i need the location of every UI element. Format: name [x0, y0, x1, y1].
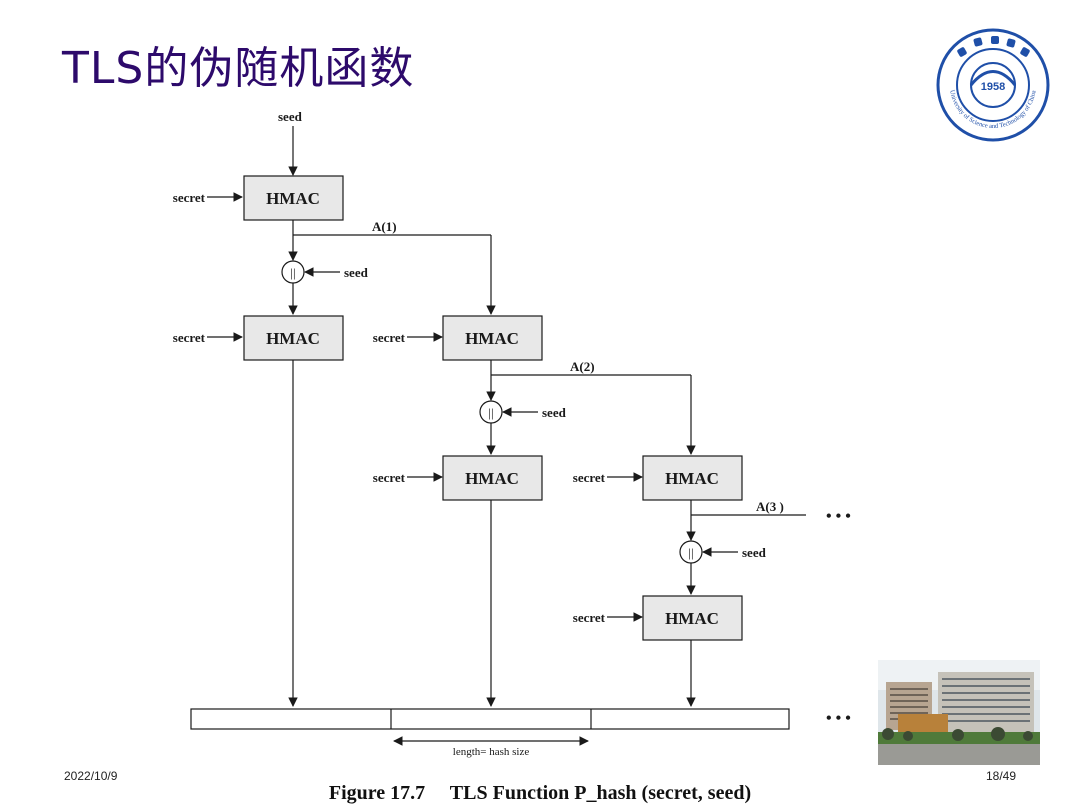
a1-label: A(1) — [372, 219, 397, 234]
hmac-box-4 — [442, 455, 543, 501]
secret-label: secret — [173, 190, 206, 205]
seed-label: seed — [344, 265, 369, 280]
hmac-box-1 — [243, 175, 344, 221]
hmac-box-5 — [642, 455, 743, 501]
concat-symbol: || — [488, 405, 493, 420]
a3-label: A(3 ) — [756, 499, 784, 514]
hmac-box-3 — [442, 315, 543, 361]
footer-page-number: 18/49 — [986, 769, 1017, 783]
secret-label: secret — [573, 470, 606, 485]
length-label: length= hash size — [453, 746, 530, 758]
figure-caption: Figure 17.7 TLS Function P_hash (secret,… — [328, 782, 752, 804]
concat-circle-3 — [679, 540, 703, 564]
footer-date: 2022/10/9 — [64, 769, 118, 783]
hmac-label: HMAC — [465, 329, 519, 348]
slide-title: TLS的伪随机函数 — [62, 43, 415, 94]
university-logo: 1958 University of Science and Technolog… — [936, 28, 1050, 142]
ellipsis-output: • • • — [826, 710, 851, 727]
campus-photo — [878, 660, 1040, 765]
secret-label: secret — [173, 330, 206, 345]
seed-label: seed — [542, 405, 567, 420]
hmac-label: HMAC — [266, 329, 320, 348]
concat-circle-2 — [479, 400, 503, 424]
ellipsis-a: • • • — [826, 508, 851, 525]
hmac-box-6 — [642, 595, 743, 641]
seed-label: seed — [742, 545, 767, 560]
secret-label: secret — [373, 330, 406, 345]
hmac-label: HMAC — [465, 469, 519, 488]
seed-label-top: seed — [278, 109, 303, 124]
concat-symbol: || — [290, 265, 295, 280]
hmac-label: HMAC — [266, 189, 320, 208]
secret-label: secret — [373, 470, 406, 485]
concat-circle-1 — [281, 260, 305, 284]
concat-symbol: || — [688, 545, 693, 560]
hmac-box-2 — [243, 315, 344, 361]
hmac-label: HMAC — [665, 609, 719, 628]
secret-label: secret — [573, 610, 606, 625]
logo-year: 1958 — [981, 81, 1005, 93]
hmac-label: HMAC — [665, 469, 719, 488]
a2-label: A(2) — [570, 359, 595, 374]
